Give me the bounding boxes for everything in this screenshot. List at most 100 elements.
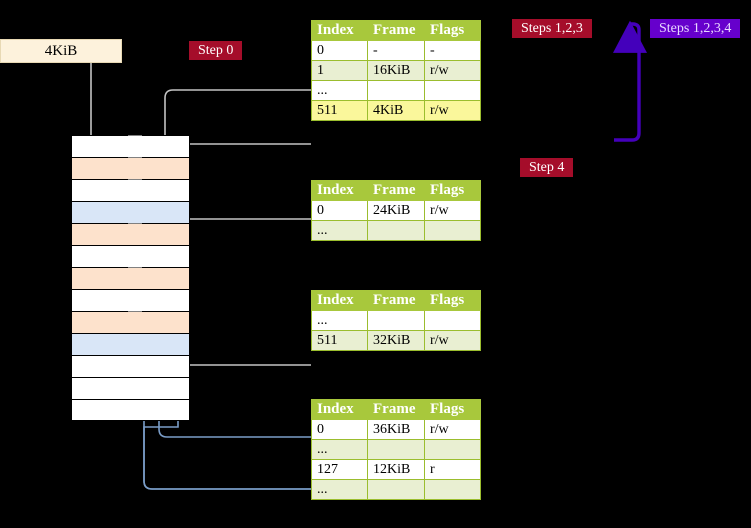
cell-idx: ... bbox=[311, 220, 368, 241]
memory-frame-row bbox=[71, 201, 190, 223]
memory-frame-tick bbox=[128, 267, 142, 268]
cell-flg bbox=[424, 479, 481, 500]
banner-label: 4KiB bbox=[44, 42, 78, 59]
memory-frame-row bbox=[71, 157, 190, 179]
memory-frame-row bbox=[71, 267, 190, 289]
cell-flg: r/w bbox=[424, 200, 481, 221]
cell-idx: 0 bbox=[311, 200, 368, 221]
label-step-4-text: Step 4 bbox=[529, 159, 565, 175]
wire-t4-row0-to-memory bbox=[147, 200, 311, 438]
memory-frame-row bbox=[71, 399, 190, 421]
column-header-index: Index bbox=[311, 180, 368, 201]
cell-frm: 36KiB bbox=[367, 419, 425, 440]
column-header-frame: Frame bbox=[367, 399, 425, 420]
cell-idx: 0 bbox=[311, 40, 368, 61]
label-step-0: Step 0 bbox=[189, 41, 243, 60]
cell-idx: 511 bbox=[311, 100, 368, 121]
cell-frm bbox=[367, 310, 425, 331]
column-header-index: Index bbox=[311, 399, 368, 420]
cell-idx: 127 bbox=[311, 459, 368, 480]
memory-frame-tick bbox=[128, 179, 142, 180]
column-header-frame: Frame bbox=[367, 20, 425, 41]
column-header-index: Index bbox=[311, 290, 368, 311]
memory-frame-tick bbox=[128, 311, 142, 312]
table-row: ... bbox=[311, 80, 481, 101]
cell-flg: r/w bbox=[424, 100, 481, 121]
memory-frame-tick bbox=[128, 223, 142, 224]
cell-idx: 0 bbox=[311, 419, 368, 440]
column-header-frame: Frame bbox=[367, 180, 425, 201]
cell-frm bbox=[367, 220, 425, 241]
wire-t1-row511-to-memory bbox=[176, 143, 311, 160]
memory-frame-row bbox=[71, 135, 190, 157]
label-step-4: Step 4 bbox=[520, 158, 574, 177]
column-header-flags: Flags bbox=[424, 399, 481, 420]
label-steps-123-text: Steps 1,2,3 bbox=[521, 20, 583, 36]
wire-violet-bracket bbox=[613, 20, 647, 142]
cell-frm bbox=[367, 80, 425, 101]
column-header-index: Index bbox=[311, 20, 368, 41]
cell-idx: 1 bbox=[311, 60, 368, 81]
cell-idx: ... bbox=[311, 479, 368, 500]
cell-idx: ... bbox=[311, 80, 368, 101]
cell-flg: r bbox=[424, 459, 481, 480]
cell-frm: 16KiB bbox=[367, 60, 425, 81]
memory-frame-tick bbox=[128, 135, 142, 136]
label-steps-123: Steps 1,2,3 bbox=[512, 19, 592, 38]
memory-frame-row bbox=[71, 223, 190, 245]
wire-t3-row511-to-memory bbox=[166, 309, 311, 366]
wire-t4-row127-arrow bbox=[132, 333, 311, 490]
cell-frm: 24KiB bbox=[367, 200, 425, 221]
cell-flg bbox=[424, 310, 481, 331]
cell-flg bbox=[424, 439, 481, 460]
cell-frm: - bbox=[367, 40, 425, 61]
cell-flg: r/w bbox=[424, 330, 481, 351]
physical-memory-column bbox=[71, 135, 190, 421]
memory-frame-row bbox=[71, 333, 190, 355]
column-header-flags: Flags bbox=[424, 180, 481, 201]
cell-flg bbox=[424, 80, 481, 101]
memory-frame-row bbox=[71, 289, 190, 311]
table-row: ... bbox=[311, 439, 481, 460]
table-row: 0-- bbox=[311, 40, 481, 61]
memory-frame-row bbox=[71, 245, 190, 267]
table-row: ... bbox=[311, 479, 481, 500]
label-steps-1234: Steps 1,2,3,4 bbox=[650, 19, 741, 38]
cell-frm: 4KiB bbox=[367, 100, 425, 121]
wire-t1-row1-to-memory bbox=[164, 89, 311, 159]
memory-frame-tick bbox=[128, 157, 142, 158]
memory-frame-row bbox=[71, 377, 190, 399]
cell-idx: ... bbox=[311, 310, 368, 331]
column-header-flags: Flags bbox=[424, 20, 481, 41]
label-steps-1234-text: Steps 1,2,3,4 bbox=[659, 20, 732, 36]
cell-idx: ... bbox=[311, 439, 368, 460]
cell-flg: - bbox=[424, 40, 481, 61]
memory-frame-row bbox=[71, 355, 190, 377]
cell-flg: r/w bbox=[424, 60, 481, 81]
cell-frm bbox=[367, 439, 425, 460]
memory-frame-row bbox=[71, 179, 190, 201]
cell-frm bbox=[367, 479, 425, 500]
label-step-0-text: Step 0 bbox=[198, 42, 234, 58]
cell-idx: 511 bbox=[311, 330, 368, 351]
cell-frm: 12KiB bbox=[367, 459, 425, 480]
memory-frame-row bbox=[71, 311, 190, 333]
cell-frm: 32KiB bbox=[367, 330, 425, 351]
cell-flg: r/w bbox=[424, 419, 481, 440]
column-header-flags: Flags bbox=[424, 290, 481, 311]
